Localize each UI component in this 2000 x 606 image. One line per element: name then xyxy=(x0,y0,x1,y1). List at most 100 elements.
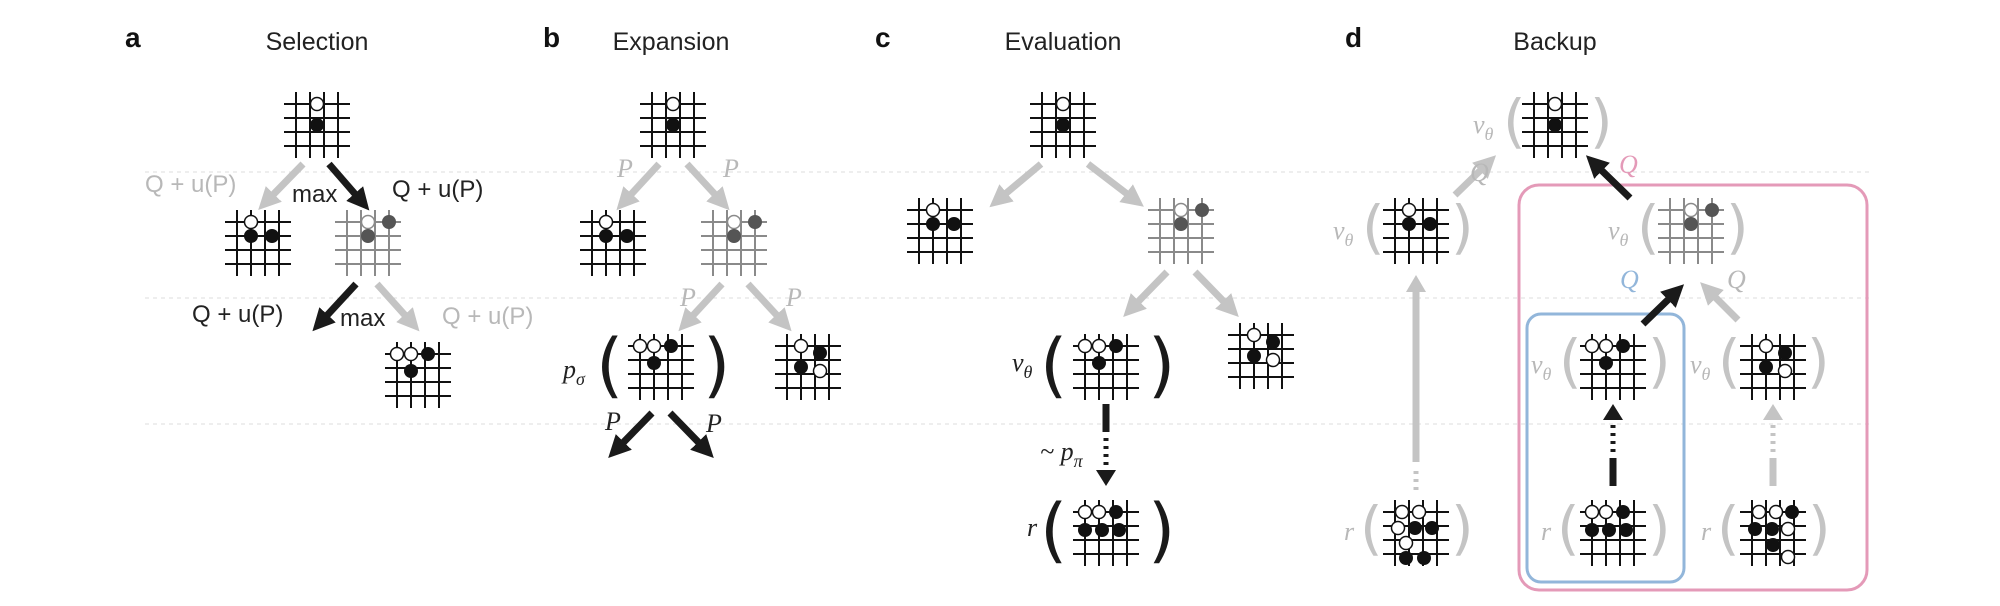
label-max: max xyxy=(340,305,385,332)
subtree-box-blue xyxy=(1525,312,1686,584)
arrow-light xyxy=(1085,161,1144,207)
panel-c-evaluation: vθ ( ) ~ pπ r ( ) xyxy=(906,91,1295,571)
paren-left: ( xyxy=(1360,494,1383,562)
backup-arrow-dark xyxy=(1603,404,1623,486)
paren-right: ) xyxy=(1807,327,1830,395)
level-guides xyxy=(145,171,1870,425)
paren-left: ( xyxy=(1040,324,1067,406)
arrow-dark xyxy=(667,410,714,459)
label-rollout-policy: ~ pπ xyxy=(1040,437,1084,471)
go-board-child-left xyxy=(224,209,292,277)
go-board-leaf-sibling xyxy=(1739,333,1807,401)
label-v-theta: vθ xyxy=(1608,216,1629,250)
go-board-sibling xyxy=(1227,322,1295,390)
panel-title-expansion: Expansion xyxy=(613,28,730,56)
label-q-plus-u: Q + u(P) xyxy=(145,171,236,198)
go-board-terminal xyxy=(1072,499,1140,567)
label-v-theta: vθ xyxy=(1012,348,1033,382)
panel-letter-b: b xyxy=(543,22,560,53)
go-board-new-sibling xyxy=(774,333,842,401)
arrow-dark xyxy=(312,281,359,332)
panel-letter-a: a xyxy=(125,22,141,53)
paren-right: ) xyxy=(1590,87,1613,155)
paren-left: ( xyxy=(1559,327,1582,395)
label-r: r xyxy=(1027,513,1038,542)
arrow-light xyxy=(1192,269,1239,318)
go-board-child-left xyxy=(1382,197,1450,265)
go-board-terminal xyxy=(1382,499,1450,567)
panel-d-backup: vθ ( ) vθ ( ) vθ ( ) vθ ( ) vθ ( ) r ( )… xyxy=(1333,87,1869,592)
go-board-leaf xyxy=(1579,333,1647,401)
paren-left: ( xyxy=(1637,193,1660,261)
label-v-theta: vθ xyxy=(1333,216,1354,250)
label-p: P xyxy=(604,407,621,436)
label-p: P xyxy=(679,283,696,312)
label-v-theta: vθ xyxy=(1690,350,1711,384)
rollout-arrow xyxy=(1096,404,1116,486)
panel-b-expansion: P P P P P P pσ ( ) xyxy=(561,91,842,459)
paren-left: ( xyxy=(1717,494,1740,562)
label-q: Q xyxy=(1727,265,1746,294)
panel-letter-d: d xyxy=(1345,22,1362,53)
paren-right: ) xyxy=(1451,193,1474,261)
go-board-root xyxy=(283,91,351,159)
paren-left: ( xyxy=(1362,193,1385,261)
label-r: r xyxy=(1344,517,1355,546)
label-q: Q xyxy=(1619,150,1638,179)
go-board-child-right xyxy=(1657,197,1725,265)
go-board-child-right xyxy=(700,209,768,277)
go-board-new-leaf xyxy=(627,333,695,401)
paren-right: ) xyxy=(1808,494,1831,562)
panel-a-selection: Q + u(P) max Q + u(P) Q + u(P) max Q + u… xyxy=(145,91,533,409)
label-p: P xyxy=(785,283,802,312)
label-p: P xyxy=(705,409,722,438)
arrow-light xyxy=(616,161,662,211)
paren-right: ) xyxy=(1648,327,1671,395)
paren-right: ) xyxy=(1726,193,1749,261)
paren-left: ( xyxy=(596,324,623,406)
label-v-theta: vθ xyxy=(1473,110,1494,144)
label-p: P xyxy=(616,154,633,183)
arrow-light xyxy=(1123,269,1170,318)
paren-left: ( xyxy=(1503,87,1526,155)
arrow-dark xyxy=(1585,155,1633,201)
go-board-terminal xyxy=(1579,499,1647,567)
label-q: Q xyxy=(1620,265,1639,294)
paren-right: ) xyxy=(1451,494,1474,562)
arrow-dark xyxy=(1640,284,1685,327)
label-r: r xyxy=(1701,517,1712,546)
arrow-light xyxy=(678,281,725,332)
panel-letter-c: c xyxy=(875,22,891,53)
go-board-child-right xyxy=(334,209,402,277)
label-v-theta: vθ xyxy=(1531,350,1552,384)
arrow-light xyxy=(374,281,420,332)
arrow-dark xyxy=(608,410,655,459)
subtree-box-pink xyxy=(1517,183,1869,592)
label-q-plus-u: Q + u(P) xyxy=(192,301,283,328)
backup-arrow-light xyxy=(1406,275,1426,490)
label-max: max xyxy=(292,181,337,208)
go-board-root xyxy=(1521,91,1589,159)
panel-headers: a Selection b Expansion c Evaluation d B… xyxy=(125,22,1597,56)
paren-left: ( xyxy=(1557,494,1580,562)
label-q-plus-u: Q + u(P) xyxy=(442,303,533,330)
panel-title-backup: Backup xyxy=(1513,28,1596,56)
label-p-sigma: pσ xyxy=(561,355,586,389)
go-board-new-leaf xyxy=(1072,333,1140,401)
arrow-light xyxy=(684,161,730,211)
paren-right: ) xyxy=(1148,324,1175,406)
paren-right: ) xyxy=(703,324,730,406)
go-board-terminal xyxy=(1739,499,1807,567)
go-board-root xyxy=(1029,91,1097,159)
panel-title-selection: Selection xyxy=(266,28,369,56)
label-q: Q xyxy=(1470,158,1489,187)
paren-left: ( xyxy=(1718,327,1741,395)
go-board-leaf xyxy=(384,341,452,409)
label-r: r xyxy=(1541,517,1552,546)
arrow-light xyxy=(989,161,1044,208)
go-board-child-right xyxy=(1147,197,1215,265)
go-board-root xyxy=(639,91,707,159)
go-board-child-left xyxy=(906,197,974,265)
label-p: P xyxy=(722,154,739,183)
